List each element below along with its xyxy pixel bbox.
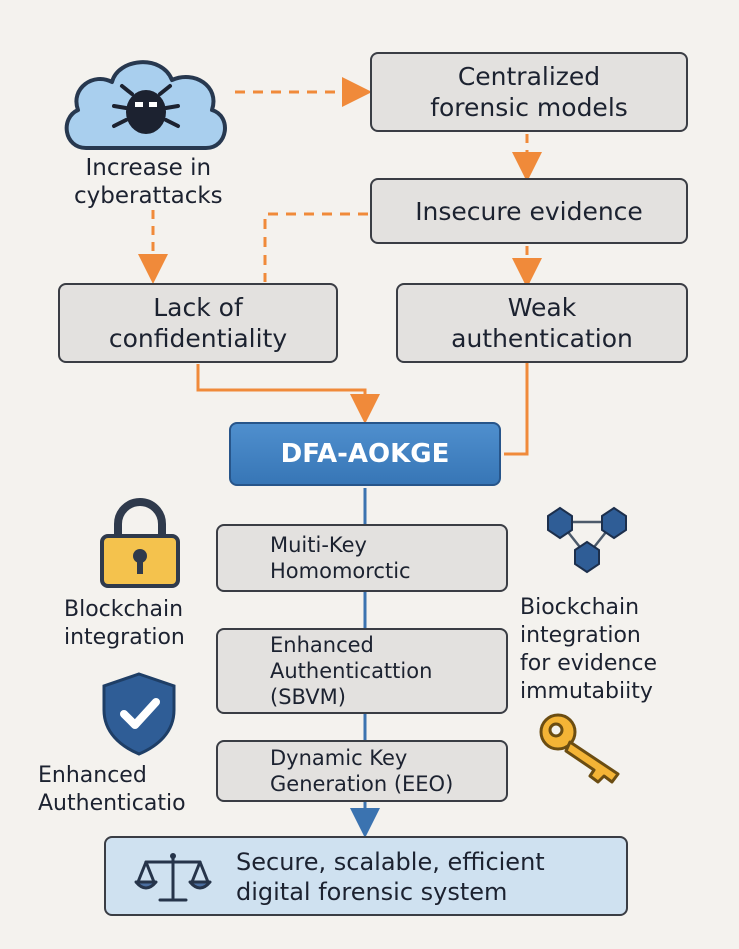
- dfa-aokge-label: DFA-AOKGE: [280, 439, 450, 469]
- blockchain-right-label: Biockchain integration for evidence immu…: [520, 595, 657, 704]
- outcome-label: Secure, scalable, efficient digital fore…: [236, 848, 545, 906]
- weak-authentication-box: Weak authentication: [396, 283, 688, 363]
- step-multi-key-label: Muiti-Key Homomorctic: [270, 533, 411, 583]
- lack-confidentiality-label: Lack of confidentiality: [108, 293, 288, 353]
- key-icon: [539, 713, 620, 784]
- shield-check-icon: [102, 672, 176, 756]
- step-enhanced-auth-box: Enhanced Authenticattion (SBVM): [216, 628, 508, 714]
- centralized-models-box: Centralized forensic models: [370, 52, 688, 132]
- step-dynamic-key-label: Dynamic Key Generation (EEO): [270, 746, 454, 796]
- outcome-box: Secure, scalable, efficient digital fore…: [104, 836, 628, 916]
- insecure-evidence-label: Insecure evidence: [415, 196, 643, 226]
- scales-icon: [134, 853, 212, 902]
- arrow-weak-to-core: [504, 362, 529, 456]
- dfa-aokge-box: DFA-AOKGE: [229, 422, 501, 486]
- blockchain-left-label: Blockchain integration: [64, 597, 185, 650]
- lack-confidentiality-box: Lack of confidentiality: [58, 283, 338, 363]
- step-multi-key-box: Muiti-Key Homomorctic: [216, 524, 508, 592]
- insecure-evidence-box: Insecure evidence: [370, 178, 688, 244]
- padlock-icon: [100, 498, 180, 588]
- centralized-models-label: Centralized forensic models: [430, 62, 628, 122]
- threat-label: Increase in cyberattacks: [74, 155, 223, 209]
- cloud-bug-icon: [64, 60, 227, 150]
- arrow-lack-to-core: [196, 364, 380, 424]
- weak-authentication-label: Weak authentication: [451, 293, 633, 353]
- step-enhanced-auth-label: Enhanced Authenticattion (SBVM): [270, 633, 433, 709]
- auth-left-label: Enhanced Authenticatio: [38, 763, 186, 816]
- arrow-insecure-to-lack: [263, 212, 368, 282]
- step-dynamic-key-box: Dynamic Key Generation (EEO): [216, 740, 508, 802]
- cube-network-icon: [547, 506, 627, 574]
